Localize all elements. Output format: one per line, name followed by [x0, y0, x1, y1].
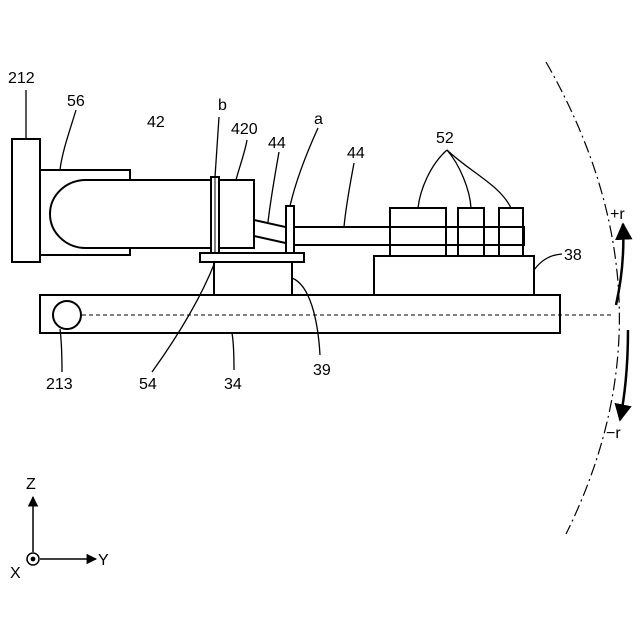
leader-44-left: [268, 152, 279, 222]
leader-213: [60, 329, 62, 372]
label-38: 38: [564, 247, 582, 264]
label-54: 54: [139, 376, 157, 393]
label-42: 42: [147, 114, 165, 131]
label-56: 56: [67, 93, 85, 110]
taper-connector: [254, 220, 290, 244]
body-42: [50, 180, 254, 248]
label-213: 213: [46, 376, 73, 393]
label-34: 34: [224, 376, 242, 393]
end-plate-212: [12, 139, 40, 262]
leader-38: [534, 254, 562, 270]
leader-52-left: [418, 150, 447, 208]
pivot-circle-213: [53, 301, 81, 329]
label-44-left: 44: [268, 135, 286, 152]
block-52-left: [390, 208, 446, 256]
x-axis-symbol-dot: [31, 557, 36, 562]
block-38: [374, 256, 534, 295]
leader-420: [236, 140, 247, 180]
label-b: b: [218, 97, 227, 114]
x-axis-label: X: [10, 565, 21, 582]
leader-34: [232, 333, 234, 370]
leader-52-right: [447, 150, 511, 208]
leader-b: [215, 117, 219, 177]
member-a: [286, 206, 294, 253]
base-plate-34: [40, 295, 560, 333]
label-52: 52: [436, 130, 454, 147]
leader-52-middle: [447, 150, 471, 208]
block-52-right: [499, 208, 523, 256]
leader-44-right: [344, 163, 354, 227]
plate-54: [200, 253, 304, 262]
label-plus-r: +r: [610, 206, 625, 223]
label-39: 39: [313, 362, 331, 379]
block-39: [214, 262, 292, 295]
y-axis-label: Y: [98, 552, 109, 569]
label-a: a: [314, 111, 323, 128]
label-minus-r: −r: [606, 425, 621, 442]
minus-r-arrow: [620, 330, 628, 420]
leader-56: [60, 110, 76, 170]
leader-a: [290, 128, 318, 206]
block-52-middle: [458, 208, 484, 256]
label-212: 212: [8, 70, 35, 87]
z-axis-label: Z: [26, 476, 36, 493]
label-44-right: 44: [347, 145, 365, 162]
plus-r-arrow: [616, 224, 623, 305]
label-420: 420: [231, 121, 258, 138]
